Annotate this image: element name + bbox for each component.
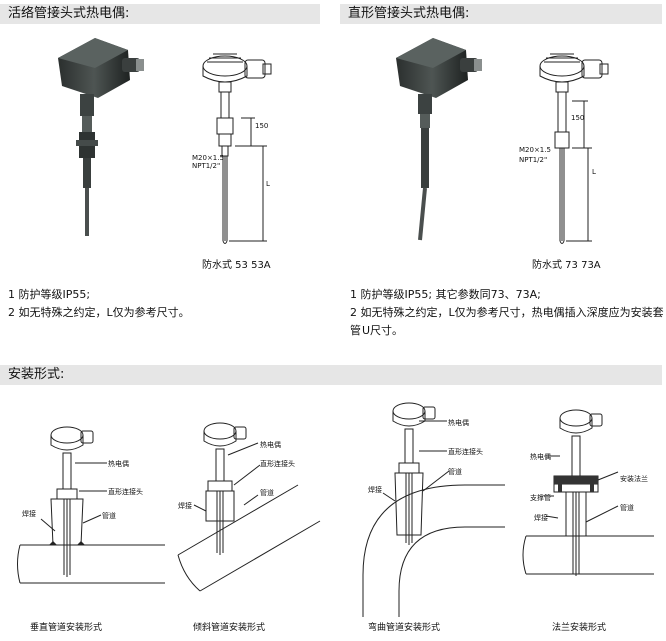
- section-title-install: 安装形式:: [0, 365, 662, 385]
- note-right-3: U尺寸。: [362, 324, 404, 337]
- install3-label-a: 热电偶: [448, 419, 469, 427]
- note-right-1: 1 防护等级IP55; 其它参数同73、73A;: [350, 288, 541, 301]
- install4-label-e: 管道: [620, 504, 634, 512]
- install1-label-c: 焊接: [22, 510, 36, 518]
- install4-caption: 法兰安装形式: [552, 623, 607, 633]
- install2-label-d: 管道: [260, 489, 274, 497]
- thermocouple-drawing-right: [539, 53, 609, 244]
- model-caption-left: 防水式 53 53A: [202, 260, 271, 271]
- install-inclined-diagram: [177, 422, 321, 592]
- note-right-2: 2 如无特殊之约定，L仅为参考尺寸，热电偶插入深度应为安装套管: [350, 306, 664, 337]
- dim-L-left: L: [266, 180, 270, 188]
- thermocouple-photo-left: [58, 38, 144, 236]
- install1-label-d: 管道: [102, 512, 116, 520]
- install-vertical-diagram: [17, 426, 165, 584]
- install-curved-diagram: [362, 402, 505, 617]
- note-left-2: 2 如无特殊之约定，L仅为参考尺寸。: [8, 306, 190, 319]
- install3-caption: 弯曲管道安装形式: [368, 623, 441, 633]
- install4-label-c: 支撑管: [530, 494, 551, 502]
- install3-label-c: 焊接: [368, 486, 382, 494]
- install2-label-b: 直形连接头: [260, 460, 295, 468]
- thread-m20-left: M20×1.5: [192, 154, 224, 162]
- section-title-right: 直形管接头式热电偶:: [340, 4, 662, 24]
- install2-label-c: 焊接: [178, 502, 192, 510]
- thermocouple-drawing-left: [202, 53, 272, 244]
- thread-m20-right: M20×1.5: [519, 146, 551, 154]
- thread-npt-left: NPT1/2": [192, 162, 221, 170]
- section-title-left: 活络管接头式热电偶:: [0, 4, 320, 24]
- install3-label-b: 直形连接头: [448, 448, 483, 456]
- install4-label-d: 焊接: [534, 514, 548, 522]
- install1-label-a: 热电偶: [108, 460, 129, 468]
- dim-150-left: 150: [255, 122, 269, 130]
- install1-label-b: 直形连接头: [108, 488, 143, 496]
- dim-L-right: L: [592, 168, 596, 176]
- dim-150-right: 150: [571, 114, 585, 122]
- install2-caption: 倾斜管道安装形式: [193, 623, 266, 633]
- note-left-1: 1 防护等级IP55;: [8, 288, 91, 301]
- model-caption-right: 防水式 73 73A: [532, 260, 601, 271]
- thread-npt-right: NPT1/2": [519, 156, 548, 164]
- install-flange-diagram: [522, 409, 654, 576]
- install4-label-a: 热电偶: [530, 453, 551, 461]
- install1-caption: 垂直管道安装形式: [30, 623, 103, 633]
- thermocouple-photo-right: [396, 38, 482, 241]
- install4-label-b: 安装法兰: [620, 475, 648, 483]
- install2-label-a: 热电偶: [260, 441, 281, 449]
- install3-label-d: 管道: [448, 468, 462, 476]
